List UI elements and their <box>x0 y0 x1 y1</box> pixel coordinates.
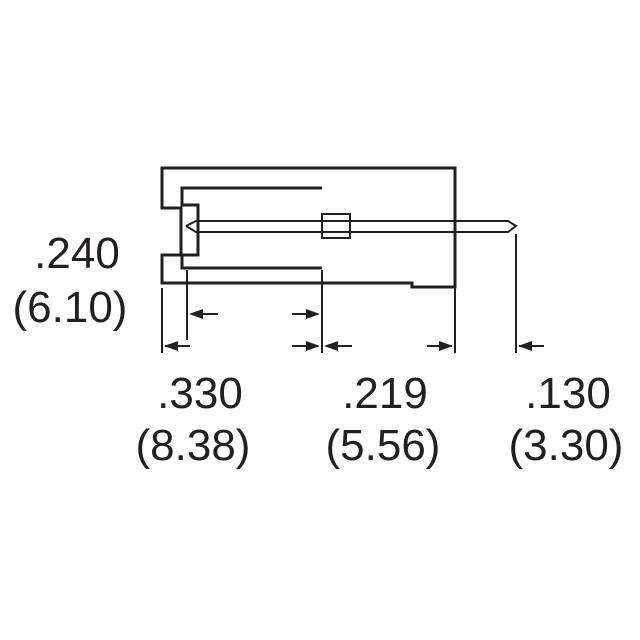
dim-pin-length-inch: .130 <box>525 369 611 418</box>
dim-mid-length-mm: (5.56) <box>326 421 441 470</box>
dim-body-length-mm: (8.38) <box>136 421 251 470</box>
arrow-130-left <box>518 341 532 351</box>
dim-height-inch: .240 <box>34 229 120 278</box>
contact-body <box>185 213 351 239</box>
arrow-219-left <box>324 341 338 351</box>
dim-pin-length-mm: (3.30) <box>509 421 624 470</box>
contact-pin <box>350 220 518 233</box>
arrow-330-right <box>306 341 320 351</box>
housing-cavity-outline <box>180 186 322 270</box>
arrow-219-right <box>439 341 453 351</box>
arrow-inner-left <box>189 309 203 319</box>
dim-body-length-inch: .330 <box>157 369 243 418</box>
housing-outline <box>160 166 457 289</box>
arrow-330-left <box>164 341 178 351</box>
arrow-inner-right <box>306 309 320 319</box>
dim-height-mm: (6.10) <box>13 283 128 332</box>
dim-mid-length-inch: .219 <box>342 369 428 418</box>
